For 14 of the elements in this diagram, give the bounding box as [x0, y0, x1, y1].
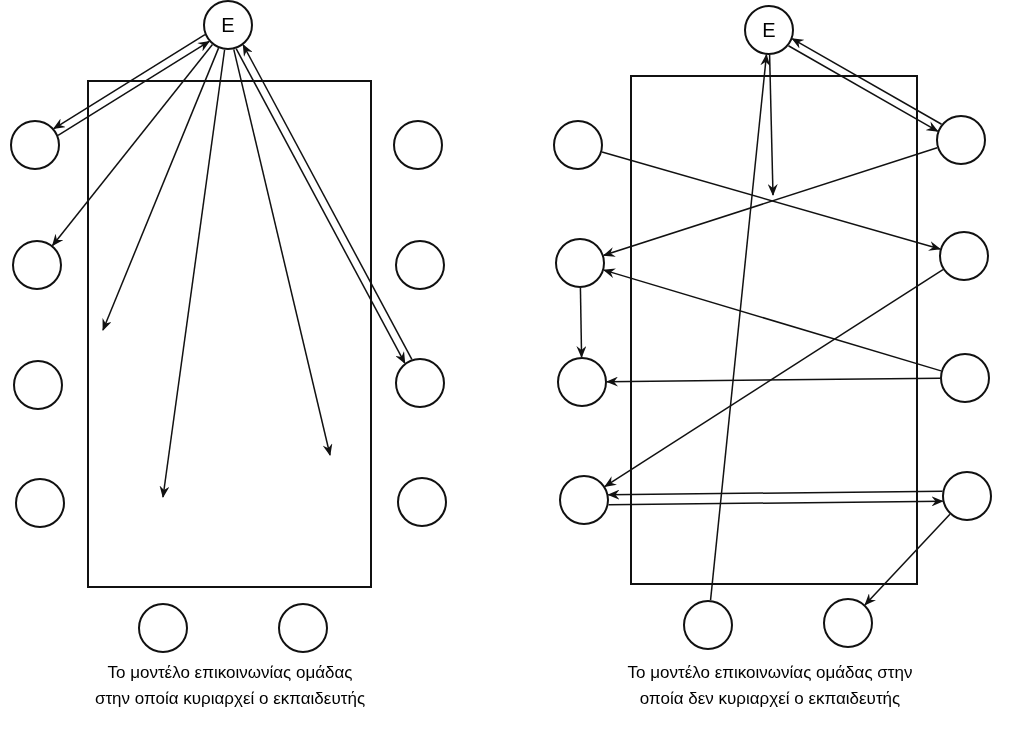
arrow [606, 376, 941, 387]
arrow [159, 49, 226, 498]
caption: Το μοντέλο επικοινωνίας ομάδας στην οποία δεν κυριαρχεί ο εκπαιδευτής [626, 662, 914, 710]
arrow [57, 40, 210, 137]
node-label: E [221, 15, 235, 35]
arrow [604, 268, 944, 488]
arrow [864, 513, 951, 606]
arrow [576, 287, 587, 358]
arrow [233, 48, 333, 456]
arrow [767, 54, 778, 196]
arrow [709, 53, 771, 601]
caption: Το μοντέλο επικοινωνίας ομάδας στην οποία κυριαρχεί ο εκπαιδευτής [93, 662, 367, 710]
arrow [51, 43, 214, 247]
node-label: E [762, 20, 776, 40]
